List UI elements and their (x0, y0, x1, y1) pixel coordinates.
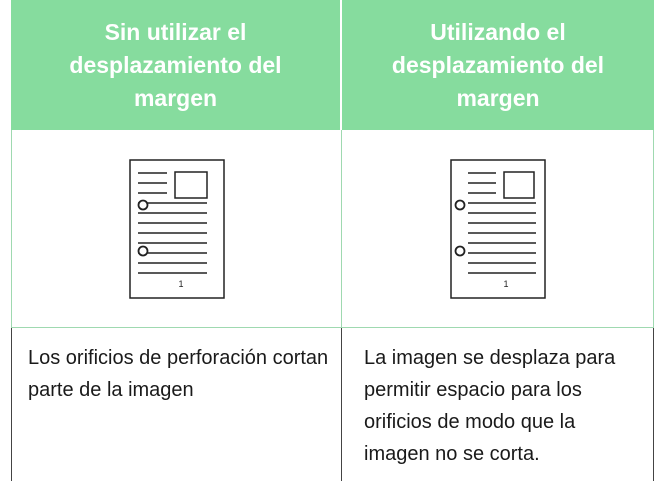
punch-hole-bottom (454, 245, 465, 256)
page-illustration-with-shift: 1 (449, 158, 546, 299)
page-number: 1 (503, 279, 508, 289)
image-box (173, 170, 208, 199)
image-cell-with-shift: 1 (342, 130, 654, 328)
punch-hole-top (454, 199, 465, 210)
page-illustration-without-shift: 1 (128, 158, 225, 299)
image-box (502, 170, 535, 199)
header-without-margin-shift: Sin utilizar el desplazamiento del marge… (11, 0, 342, 130)
image-cell-without-shift: 1 (11, 130, 342, 328)
page-number: 1 (178, 279, 183, 289)
punch-hole-top (137, 199, 148, 210)
header-with-margin-shift: Utilizando el desplazamiento del margen (342, 0, 654, 130)
description-with-shift: La imagen se desplaza para permitir espa… (342, 328, 654, 481)
punch-hole-bottom (137, 245, 148, 256)
description-without-shift: Los orificios de perforación cortan part… (11, 328, 342, 481)
comparison-table: Sin utilizar el desplazamiento del marge… (11, 0, 654, 481)
